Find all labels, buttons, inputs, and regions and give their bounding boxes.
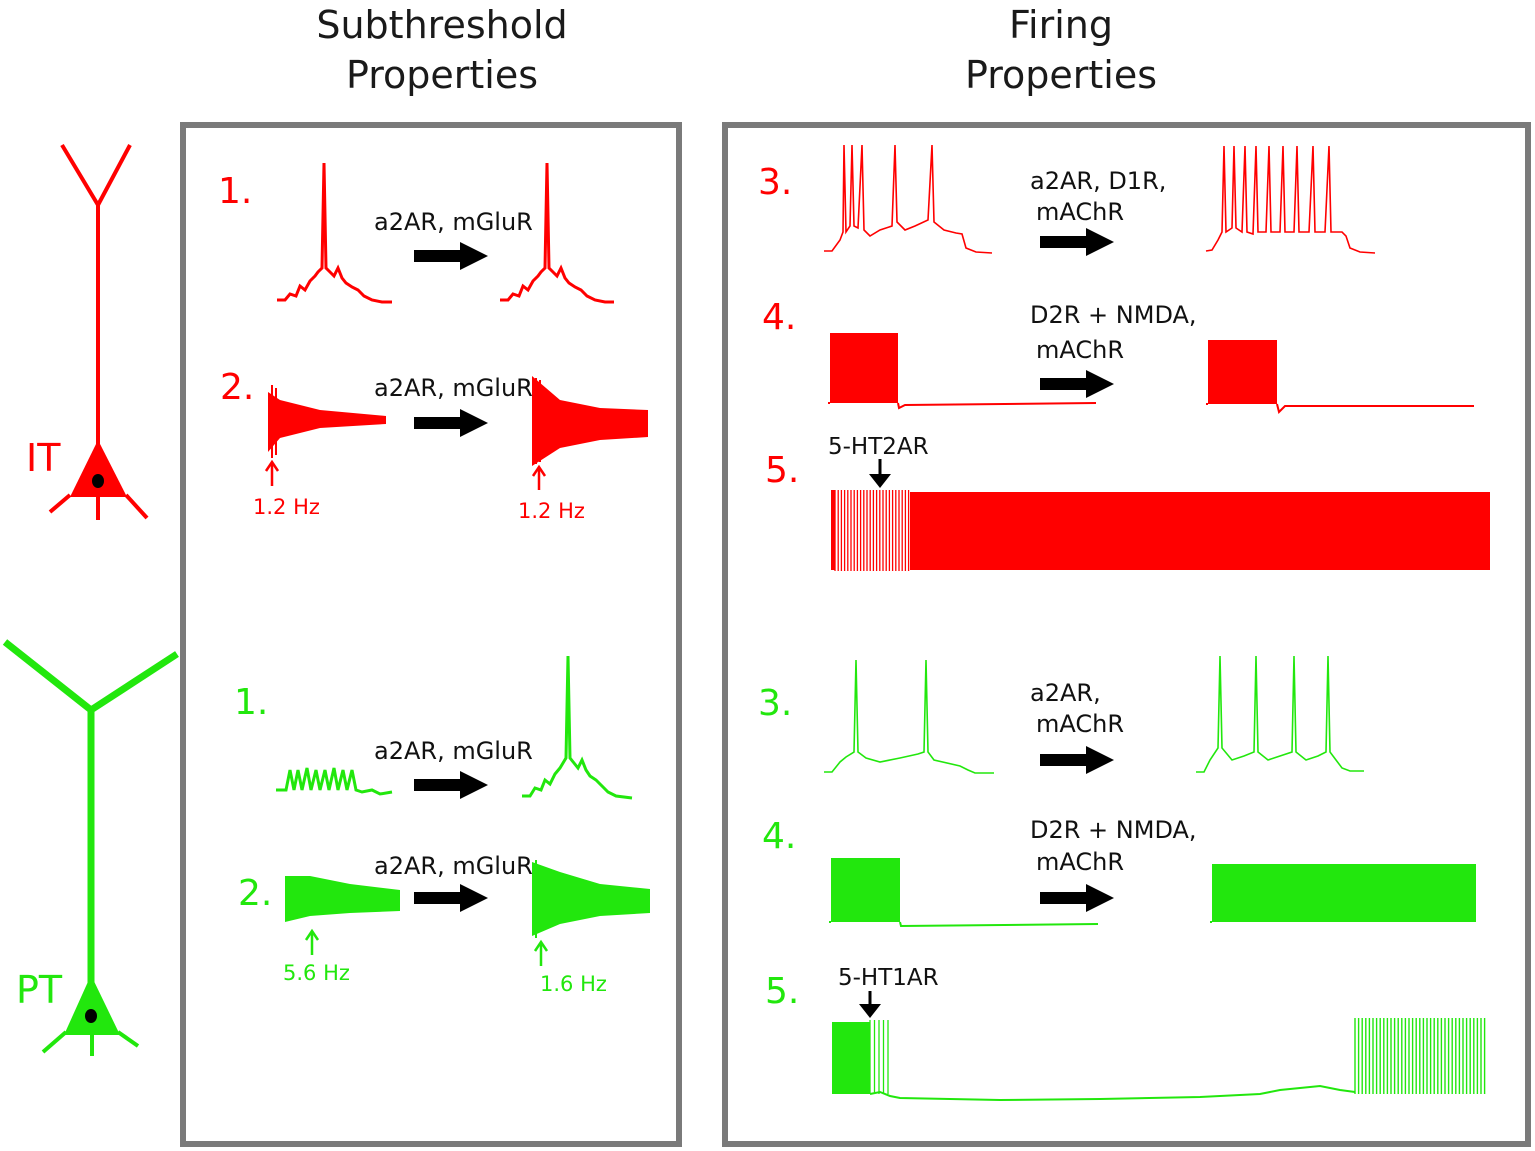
sub-pt1-trace-after xyxy=(522,655,633,800)
sub-it2-chirp-after xyxy=(532,376,648,466)
fire-pt-row4-modulators-line2: mAChR xyxy=(1036,848,1125,876)
effect-arrow-icon xyxy=(414,242,488,270)
sub-it2-chirp-before xyxy=(268,385,386,458)
subthreshold-header: Subthreshold Properties xyxy=(242,0,642,100)
sub-pt2-chirp-before xyxy=(285,876,400,922)
stimulus-arrow-icon xyxy=(264,459,280,486)
subthreshold-header-line1: Subthreshold xyxy=(316,3,568,47)
sub-pt-row2-freq-before: 5.6 Hz xyxy=(283,961,350,985)
fire-it3-trace-after xyxy=(1205,145,1376,254)
fire-it-row4-modulators-line2: mAChR xyxy=(1036,336,1125,364)
sub-it-row2-modulators: a2AR, mGluR xyxy=(374,374,533,402)
sub-it-row1-modulators: a2AR, mGluR xyxy=(374,208,533,236)
stimulus-arrow-icon xyxy=(531,464,547,490)
fire-it-row4-number: 4. xyxy=(762,297,797,338)
it-neuron-icon xyxy=(48,143,149,520)
stimulus-arrow-icon xyxy=(304,928,320,955)
fire-pt4-trace-before xyxy=(829,858,1099,928)
sub-pt-row1-number: 1. xyxy=(234,682,269,723)
firing-panel xyxy=(722,122,1531,1147)
effect-arrow-icon xyxy=(414,884,488,912)
fire-pt3-trace-after xyxy=(1196,655,1364,773)
sub-pt2-chirp-after xyxy=(532,860,650,938)
effect-arrow-icon xyxy=(1040,884,1114,912)
firing-header-line2: Properties xyxy=(964,53,1158,97)
fire-pt-row5-number: 5. xyxy=(765,971,800,1012)
it-cell-label: IT xyxy=(26,436,61,480)
fire-pt3-trace-before xyxy=(824,659,994,774)
fire-pt-row3-number: 3. xyxy=(758,683,793,724)
fire-pt5-trace xyxy=(832,1018,1486,1102)
fire-pt-row3-modulators-line2: mAChR xyxy=(1036,710,1125,738)
fire-it4-trace-before xyxy=(828,333,1097,410)
fire-it-row3-number: 3. xyxy=(758,162,793,203)
effect-arrow-icon xyxy=(414,409,488,437)
fire-it-row3-modulators-line2: mAChR xyxy=(1036,198,1125,226)
fire-it3-trace-before xyxy=(824,144,993,254)
effect-arrow-icon xyxy=(1040,228,1114,256)
effect-arrow-icon xyxy=(414,771,488,799)
fire-it-row5-drug: 5-HT2AR xyxy=(828,434,929,460)
fire-pt-row5-drug: 5-HT1AR xyxy=(838,965,939,991)
fire-pt-row3-modulators-line1: a2AR, xyxy=(1030,679,1101,707)
drug-application-arrow-icon xyxy=(869,459,891,488)
sub-it-row2-number: 2. xyxy=(220,367,255,408)
subthreshold-header-line2: Properties xyxy=(345,53,539,97)
firing-header: Firing Properties xyxy=(861,0,1261,100)
sub-it1-trace-after xyxy=(500,162,614,304)
pt-cell-label: PT xyxy=(16,968,63,1012)
fire-it-row3-modulators-line1: a2AR, D1R, xyxy=(1030,167,1167,195)
fire-it5-trace xyxy=(831,490,1490,571)
effect-arrow-icon xyxy=(1040,746,1114,774)
sub-it-row2-freq-after: 1.2 Hz xyxy=(518,499,585,523)
fire-pt4-trace-after xyxy=(1210,864,1476,923)
sub-pt1-trace-before xyxy=(276,767,393,796)
effect-arrow-icon xyxy=(1040,370,1114,398)
firing-header-line1: Firing xyxy=(1008,3,1114,47)
sub-it-row1-number: 1. xyxy=(218,171,253,212)
sub-pt-row2-modulators: a2AR, mGluR xyxy=(374,852,533,880)
sub-it-row2-freq-before: 1.2 Hz xyxy=(253,495,320,519)
sub-pt-row2-freq-after: 1.6 Hz xyxy=(540,972,607,996)
pt-neuron-icon xyxy=(2,639,179,1056)
sub-it1-trace-before xyxy=(277,162,392,304)
drug-application-arrow-icon xyxy=(859,991,881,1018)
fire-pt-row4-modulators-line1: D2R + NMDA, xyxy=(1030,816,1197,844)
stimulus-arrow-icon xyxy=(533,939,549,966)
fire-pt-row4-number: 4. xyxy=(762,816,797,857)
subthreshold-panel xyxy=(180,122,682,1147)
fire-it4-trace-after xyxy=(1206,340,1474,414)
sub-pt-row1-modulators: a2AR, mGluR xyxy=(374,737,533,765)
sub-pt-row2-number: 2. xyxy=(238,873,273,914)
fire-it-row5-number: 5. xyxy=(765,450,800,491)
fire-it-row4-modulators-line1: D2R + NMDA, xyxy=(1030,301,1197,329)
